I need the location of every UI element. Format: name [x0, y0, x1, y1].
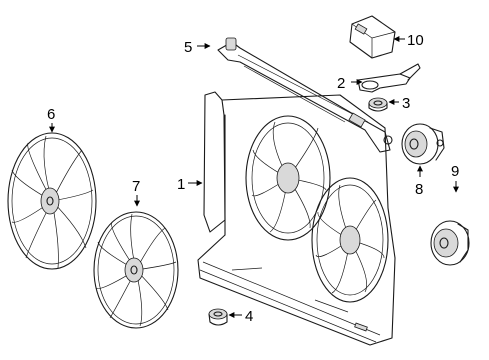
callout-8: 8	[415, 181, 423, 198]
callout-4: 4	[245, 308, 253, 325]
bracket	[357, 63, 421, 93]
callout-1: 1	[177, 176, 185, 193]
fan-motor-upper	[401, 123, 445, 165]
callout-6: 6	[47, 106, 55, 123]
grommet-upper	[368, 97, 388, 112]
grommet-lower	[208, 308, 228, 326]
callout-3: 3	[402, 95, 410, 112]
fan-blade-right	[93, 211, 179, 329]
callout-5: 5	[184, 39, 192, 56]
fan-controller	[349, 15, 396, 59]
fan-blade-left	[7, 132, 97, 270]
fan-motor-lower	[430, 220, 470, 266]
leader-lines	[49, 36, 459, 318]
callout-2: 2	[337, 75, 345, 92]
upper-support-bracket	[217, 37, 393, 153]
callout-7: 7	[132, 178, 140, 195]
callout-10: 10	[407, 32, 424, 49]
fan-shroud	[197, 91, 396, 346]
callout-9: 9	[451, 163, 459, 180]
